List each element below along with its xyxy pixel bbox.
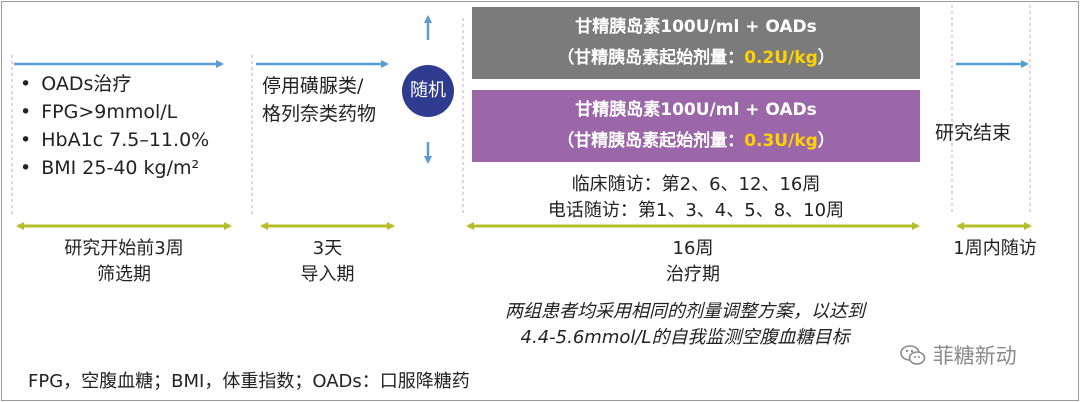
arm-box-high-dose: 甘精胰岛素100U/ml + OADs （甘精胰岛素起始剂量：0.3U/kg） — [472, 90, 920, 162]
inclusion-criteria: OADs治疗 FPG>9mmol/L HbA1c 7.5–11.0% BMI 2… — [20, 70, 209, 182]
phase-treatment: 16周 治疗期 — [666, 238, 720, 285]
phone-visits: 电话随访：第1、3、4、5、8、10周 — [547, 200, 845, 221]
clinic-visits: 临床随访：第2、6、12、16周 — [571, 174, 821, 195]
washout-text: 停用磺脲类/ 格列奈类药物 — [262, 75, 377, 125]
phase-runin: 3天 导入期 — [300, 238, 355, 285]
abbreviation-footnote: FPG，空腹血糖；BMI，体重指数；OADs：口服降糖药 — [28, 371, 470, 392]
watermark: 菲糖新动 — [900, 340, 1017, 370]
phase-screening: 研究开始前3周 筛选期 — [64, 238, 184, 285]
randomization-node: 随机 — [402, 65, 454, 117]
study-end-label: 研究结束 — [935, 122, 1012, 144]
wechat-icon — [900, 345, 926, 365]
dose-value: 0.3U/kg — [744, 131, 818, 151]
dose-titration-note: 两组患者均采用相同的剂量调整方案，以达到 4.4-5.6mmol/L的自我监测空… — [505, 301, 865, 348]
criterion-item: OADs治疗 — [20, 70, 209, 98]
phase-followup: 1周内随访 — [953, 238, 1037, 259]
arm-box-low-dose: 甘精胰岛素100U/ml + OADs （甘精胰岛素起始剂量：0.2U/kg） — [472, 7, 920, 79]
dose-value: 0.2U/kg — [744, 48, 818, 68]
criterion-item: HbA1c 7.5–11.0% — [20, 126, 209, 154]
criterion-item: BMI 25-40 kg/m² — [20, 154, 209, 182]
timeline-arrows — [14, 15, 1029, 164]
visit-schedule: 临床随访：第2、6、12、16周 电话随访：第1、3、4、5、8、10周 — [472, 172, 920, 224]
criterion-item: FPG>9mmol/L — [20, 98, 209, 126]
phase-dividers — [11, 5, 1031, 215]
